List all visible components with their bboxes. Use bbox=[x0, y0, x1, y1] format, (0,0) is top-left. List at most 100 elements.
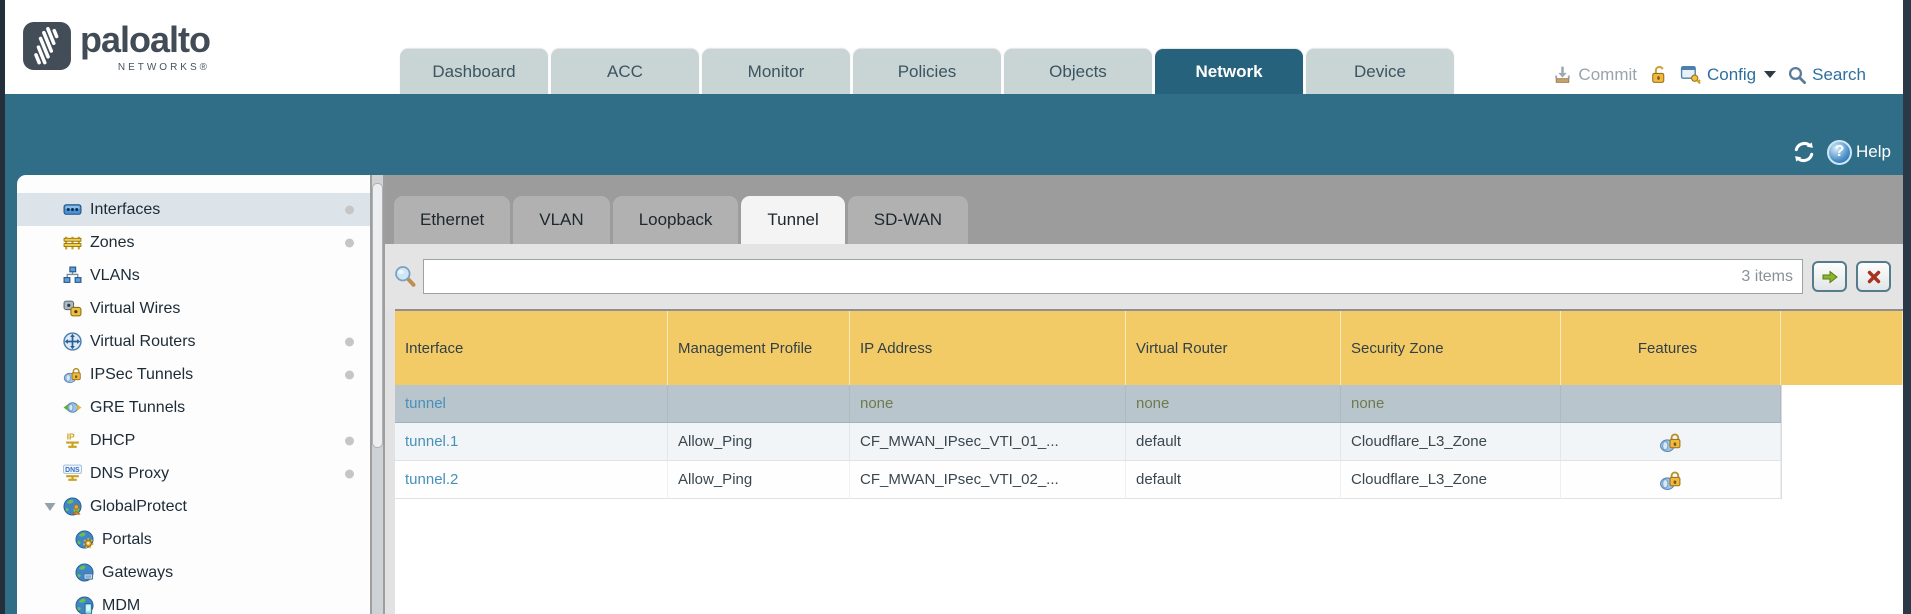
globalprotect-icon bbox=[63, 497, 82, 516]
col-filler bbox=[1781, 311, 1903, 385]
subtab-tunnel[interactable]: Tunnel bbox=[741, 196, 845, 244]
ipsec-tunnels-icon bbox=[63, 365, 82, 384]
main-panel: Ethernet VLAN Loopback Tunnel SD-WAN 3 i… bbox=[385, 175, 1905, 614]
cell-security-zone: none bbox=[1341, 385, 1561, 423]
sidebar-item-ipsec-tunnels[interactable]: IPSec Tunnels bbox=[17, 358, 370, 391]
refresh-icon[interactable] bbox=[1791, 139, 1817, 165]
status-dot bbox=[345, 337, 354, 346]
tab-device[interactable]: Device bbox=[1306, 49, 1454, 94]
sidebar-item-vlans[interactable]: VLANs bbox=[17, 259, 370, 292]
header-actions: Commit Config Search bbox=[1552, 64, 1866, 85]
search-button[interactable]: Search bbox=[1787, 65, 1866, 85]
apply-filter-button[interactable] bbox=[1812, 261, 1847, 292]
table-header-row: Interface Management Profile IP Address … bbox=[395, 311, 1903, 385]
interface-link[interactable]: tunnel.1 bbox=[405, 433, 459, 450]
vlans-icon bbox=[63, 266, 82, 283]
search-magnifier-icon bbox=[395, 265, 416, 287]
main-nav-tabs: Dashboard ACC Monitor Policies Objects N… bbox=[400, 49, 1454, 94]
tab-dashboard[interactable]: Dashboard bbox=[400, 49, 548, 94]
sidebar-item-portals[interactable]: Portals bbox=[17, 523, 370, 556]
filter-input[interactable] bbox=[423, 259, 1803, 294]
mdm-icon bbox=[75, 596, 94, 614]
dhcp-icon: IP bbox=[66, 431, 79, 448]
gre-tunnels-icon bbox=[63, 402, 82, 413]
filter-toolbar: 3 items bbox=[385, 244, 1905, 309]
commit-button[interactable]: Commit bbox=[1552, 64, 1637, 85]
teal-toolbar: ? Help bbox=[0, 94, 1911, 175]
sidebar-item-virtual-wires[interactable]: Virtual Wires bbox=[17, 292, 370, 325]
sidebar-item-label: DNS Proxy bbox=[90, 464, 170, 482]
tab-policies[interactable]: Policies bbox=[853, 49, 1001, 94]
items-count: 3 items bbox=[1741, 267, 1793, 285]
col-security-zone[interactable]: Security Zone bbox=[1341, 311, 1561, 385]
tab-network[interactable]: Network bbox=[1155, 49, 1303, 94]
interfaces-icon bbox=[63, 204, 82, 215]
expander-triangle-icon[interactable] bbox=[43, 501, 57, 513]
sidebar-item-virtual-routers[interactable]: Virtual Routers bbox=[17, 325, 370, 358]
sidebar-scrollbar bbox=[370, 175, 385, 614]
svg-text:DNS: DNS bbox=[65, 467, 80, 474]
sidebar-item-mdm[interactable]: MDM bbox=[17, 589, 370, 614]
col-features[interactable]: Features bbox=[1561, 311, 1781, 385]
sidebar-item-label: GlobalProtect bbox=[90, 497, 187, 515]
sidebar-item-label: Zones bbox=[90, 233, 135, 251]
portals-icon bbox=[75, 530, 94, 549]
sidebar-item-label: MDM bbox=[102, 596, 141, 614]
scrollbar-thumb[interactable] bbox=[372, 183, 383, 448]
red-x-icon bbox=[1867, 270, 1880, 283]
interface-link[interactable]: tunnel bbox=[405, 395, 446, 412]
sidebar-item-gre-tunnels[interactable]: GRE Tunnels bbox=[17, 391, 370, 424]
sidebar-item-dns-proxy[interactable]: DNS DNS Proxy bbox=[17, 457, 370, 490]
chevron-down-icon bbox=[1764, 71, 1777, 78]
sidebar-item-gateways[interactable]: Gateways bbox=[17, 556, 370, 589]
interface-type-tabs: Ethernet VLAN Loopback Tunnel SD-WAN bbox=[385, 175, 1905, 244]
subtab-loopback[interactable]: Loopback bbox=[612, 196, 739, 244]
zones-icon bbox=[63, 236, 82, 250]
col-virtual-router[interactable]: Virtual Router bbox=[1126, 311, 1341, 385]
col-interface[interactable]: Interface bbox=[395, 311, 668, 385]
tab-monitor[interactable]: Monitor bbox=[702, 49, 850, 94]
table-row-tunnel-2[interactable]: tunnel.2 Allow_Ping CF_MWAN_IPsec_VTI_02… bbox=[395, 461, 1903, 499]
cell-virtual-router: default bbox=[1126, 461, 1341, 499]
commit-icon bbox=[1555, 66, 1571, 83]
sidebar-item-label: Interfaces bbox=[90, 200, 161, 218]
page-left-border bbox=[0, 0, 5, 614]
col-ip-address[interactable]: IP Address bbox=[850, 311, 1126, 385]
subtab-vlan[interactable]: VLAN bbox=[513, 196, 610, 244]
cell-management-profile: Allow_Ping bbox=[668, 461, 850, 499]
help-button[interactable]: ? Help bbox=[1827, 139, 1891, 165]
sidebar-item-interfaces[interactable]: Interfaces bbox=[17, 193, 370, 226]
clear-filter-button[interactable] bbox=[1856, 261, 1891, 292]
subtab-ethernet[interactable]: Ethernet bbox=[394, 196, 511, 244]
cell-filler bbox=[1781, 385, 1903, 423]
status-dot bbox=[345, 205, 354, 214]
sidebar-item-zones[interactable]: Zones bbox=[17, 226, 370, 259]
cell-virtual-router: default bbox=[1126, 423, 1341, 461]
sidebar-item-label: GRE Tunnels bbox=[90, 398, 186, 416]
sidebar-item-label: Virtual Routers bbox=[90, 332, 196, 350]
table-row-tunnel-1[interactable]: tunnel.1 Allow_Ping CF_MWAN_IPsec_VTI_01… bbox=[395, 423, 1903, 461]
sidebar-item-globalprotect[interactable]: GlobalProtect bbox=[17, 490, 370, 523]
sidebar-item-label: Portals bbox=[102, 530, 152, 548]
cell-virtual-router: none bbox=[1126, 385, 1341, 423]
tab-acc[interactable]: ACC bbox=[551, 49, 699, 94]
table-row-tunnel[interactable]: tunnel none none none bbox=[395, 385, 1903, 423]
status-dot bbox=[345, 436, 354, 445]
cell-ip-address: CF_MWAN_IPsec_VTI_02_... bbox=[850, 461, 1126, 499]
tunnel-lock-icon[interactable] bbox=[1659, 430, 1682, 453]
col-management-profile[interactable]: Management Profile bbox=[668, 311, 850, 385]
status-dot bbox=[345, 370, 354, 379]
brand-name: paloalto bbox=[80, 19, 211, 60]
subtab-sdwan[interactable]: SD-WAN bbox=[847, 196, 969, 244]
config-menu[interactable]: Config bbox=[1680, 64, 1777, 85]
tab-objects[interactable]: Objects bbox=[1004, 49, 1152, 94]
commit-label: Commit bbox=[1578, 64, 1637, 84]
cell-ip-address: none bbox=[850, 385, 1126, 423]
unlocked-padlock-icon[interactable] bbox=[1648, 64, 1669, 85]
dns-proxy-icon: DNS bbox=[63, 464, 82, 481]
interface-link[interactable]: tunnel.2 bbox=[405, 471, 459, 488]
config-icon bbox=[1680, 65, 1701, 85]
svg-text:IP: IP bbox=[67, 431, 75, 441]
sidebar-item-dhcp[interactable]: IP DHCP bbox=[17, 424, 370, 457]
tunnel-lock-icon[interactable] bbox=[1659, 468, 1682, 491]
